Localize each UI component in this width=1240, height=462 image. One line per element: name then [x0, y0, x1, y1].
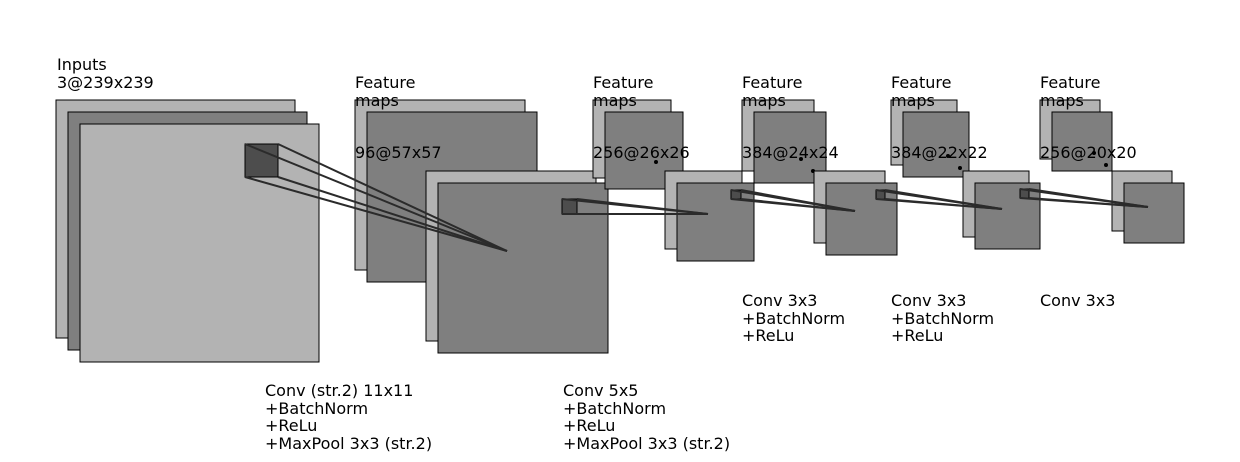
- layer-title: Feature maps: [593, 73, 654, 110]
- layer-size: 3@239x239: [57, 72, 154, 92]
- operation-line: Conv 3x3: [891, 291, 967, 310]
- projection-line: [1028, 197, 1149, 208]
- projection-line: [884, 198, 1003, 210]
- operation-line: +BatchNorm: [891, 308, 995, 328]
- input-layer-stack: [55, 99, 320, 363]
- operation-label-conv11: Conv (str.2) 11x11 +BatchNorm +ReLu +Max…: [265, 382, 432, 452]
- feature-maps-384b-conv-stack: [962, 170, 1041, 250]
- feature-maps-384a-conv-stack: [813, 170, 898, 256]
- projection-line: [740, 198, 856, 212]
- operation-label-conv3c: Conv 3x3: [1040, 292, 1115, 310]
- depth-dot: [799, 157, 803, 161]
- operation-line: +BatchNorm: [742, 308, 846, 328]
- layer-label-384b: Feature maps 384@22x22: [891, 39, 988, 179]
- operation-line: Conv 3x3: [742, 291, 818, 310]
- conv-kernel-square: [244, 143, 279, 178]
- layer-label-256a: Feature maps 256@26x26: [593, 39, 690, 179]
- projection-line: [244, 176, 508, 252]
- operation-label-conv3b: Conv 3x3 +BatchNorm +ReLu: [891, 292, 994, 345]
- operation-line: +BatchNorm: [265, 398, 369, 418]
- kernel-projection-lines: [244, 143, 1149, 252]
- feature-maps-96-pooled-stack: [425, 170, 609, 354]
- layer-size: 256@26x26: [593, 143, 690, 162]
- layer-title: Feature maps: [1040, 73, 1101, 110]
- feature-map-block: [1051, 111, 1113, 172]
- feature-map-block: [974, 182, 1041, 250]
- operation-line: +BatchNorm: [563, 398, 667, 418]
- feature-map-block: [79, 123, 320, 363]
- depth-dot: [654, 160, 658, 164]
- depth-dot: [958, 166, 962, 170]
- feature-map-block: [902, 111, 970, 178]
- feature-maps-256b-stack: [1039, 99, 1113, 172]
- operation-line: Conv (str.2) 11x11: [265, 381, 414, 400]
- operation-line: +ReLu: [742, 326, 795, 345]
- projection-line: [740, 189, 856, 212]
- projection-line: [884, 189, 1003, 210]
- layer-label-96: Feature maps 96@57x57: [355, 39, 442, 179]
- layer-size: 384@24x24: [742, 143, 839, 162]
- projection-line: [244, 143, 508, 252]
- feature-maps-256-conv-stack: [664, 170, 755, 262]
- operation-label-conv3a: Conv 3x3 +BatchNorm +ReLu: [742, 292, 845, 345]
- feature-map-block: [825, 182, 898, 256]
- layer-title: Inputs: [57, 55, 107, 74]
- operation-line: Conv 3x3: [1040, 291, 1116, 310]
- projection-line: [1028, 188, 1149, 208]
- operation-line: Conv 5x5: [563, 381, 639, 400]
- layer-size: 256@20x20: [1040, 143, 1137, 162]
- layer-size: 384@22x22: [891, 143, 988, 162]
- layer-label-384a: Feature maps 384@24x24: [742, 39, 839, 179]
- feature-map-block: [676, 182, 755, 262]
- operation-label-conv5: Conv 5x5 +BatchNorm +ReLu +MaxPool 3x3 (…: [563, 382, 730, 452]
- operation-line: +MaxPool 3x3 (str.2): [563, 433, 731, 453]
- feature-maps-384b-stack: [890, 99, 970, 178]
- projection-line: [576, 198, 709, 215]
- depth-dot: [1092, 151, 1096, 155]
- depth-dot: [1104, 163, 1108, 167]
- operation-line: +ReLu: [563, 416, 616, 435]
- feature-maps-256b-conv-stack: [1111, 170, 1185, 244]
- layer-title: Feature maps: [891, 73, 952, 110]
- layer-title: Feature maps: [742, 73, 803, 110]
- layer-size: 96@57x57: [355, 143, 442, 162]
- layer-label-256b: Feature maps 256@20x20: [1040, 39, 1137, 179]
- feature-map-block: [437, 182, 609, 354]
- operation-line: +ReLu: [891, 326, 944, 345]
- layer-title: Feature maps: [355, 73, 416, 110]
- projection-line: [277, 143, 508, 252]
- operation-line: +ReLu: [265, 416, 318, 435]
- depth-dot: [946, 154, 950, 158]
- operation-line: +MaxPool 3x3 (str.2): [265, 433, 433, 453]
- projection-line: [277, 176, 508, 252]
- feature-map-block: [1123, 182, 1185, 244]
- layer-label-inputs: Inputs 3@239x239: [57, 56, 154, 91]
